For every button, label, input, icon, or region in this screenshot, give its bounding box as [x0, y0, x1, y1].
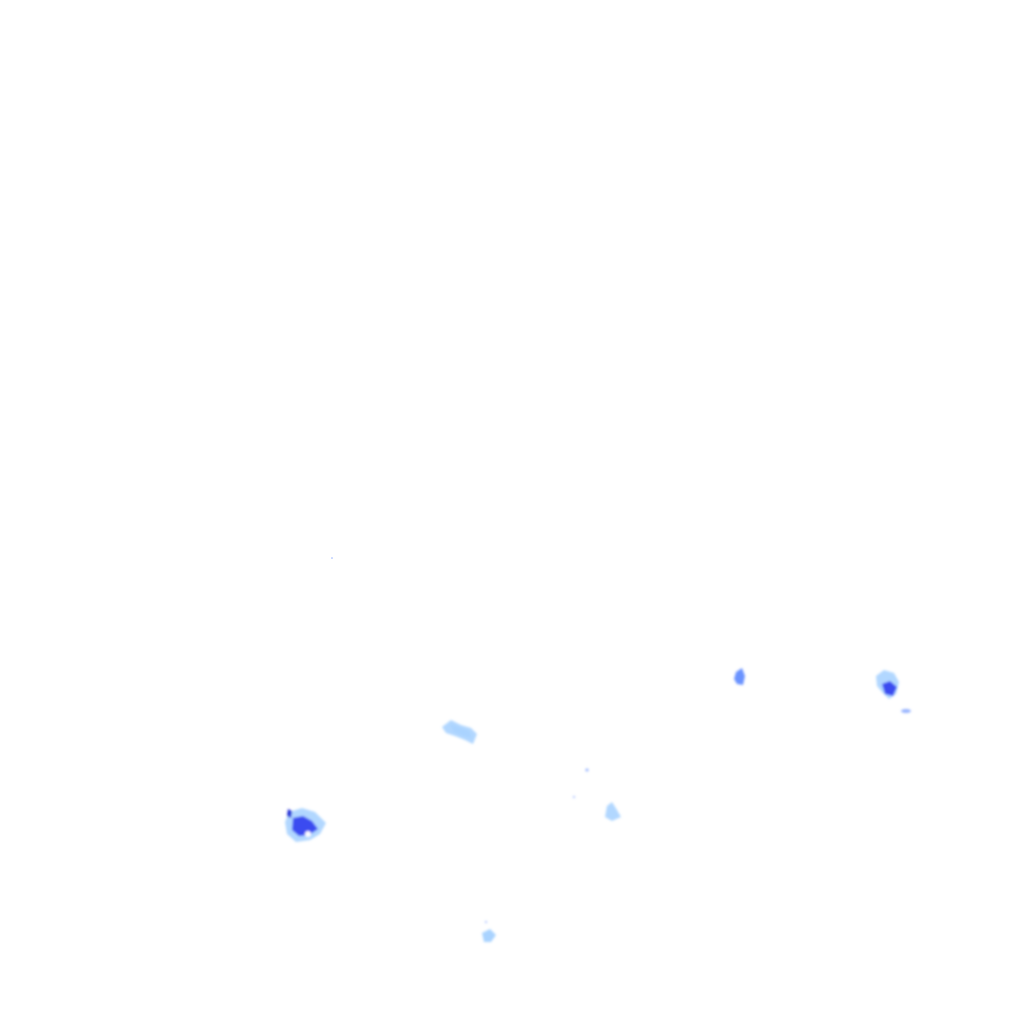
echo-fragment — [573, 796, 575, 798]
echo-fragment — [331, 557, 333, 559]
echo-core — [450, 724, 472, 738]
radar-echo — [482, 921, 496, 942]
radar-echo — [331, 557, 333, 559]
radar-echo — [734, 668, 745, 685]
radar-echo — [442, 720, 477, 744]
echo-fragment — [901, 709, 911, 713]
echo-fragment — [485, 921, 487, 923]
echo-core — [482, 929, 496, 942]
echo-core — [734, 668, 745, 685]
radar-echo — [285, 808, 326, 842]
radar-echo — [876, 670, 911, 713]
echo-core — [292, 816, 318, 836]
echo-intense — [287, 809, 292, 818]
echo-outer — [605, 802, 621, 821]
echo-gap — [305, 831, 311, 837]
echo-core — [882, 681, 897, 696]
echo-fragment — [585, 768, 589, 772]
radar-echo — [573, 768, 621, 821]
